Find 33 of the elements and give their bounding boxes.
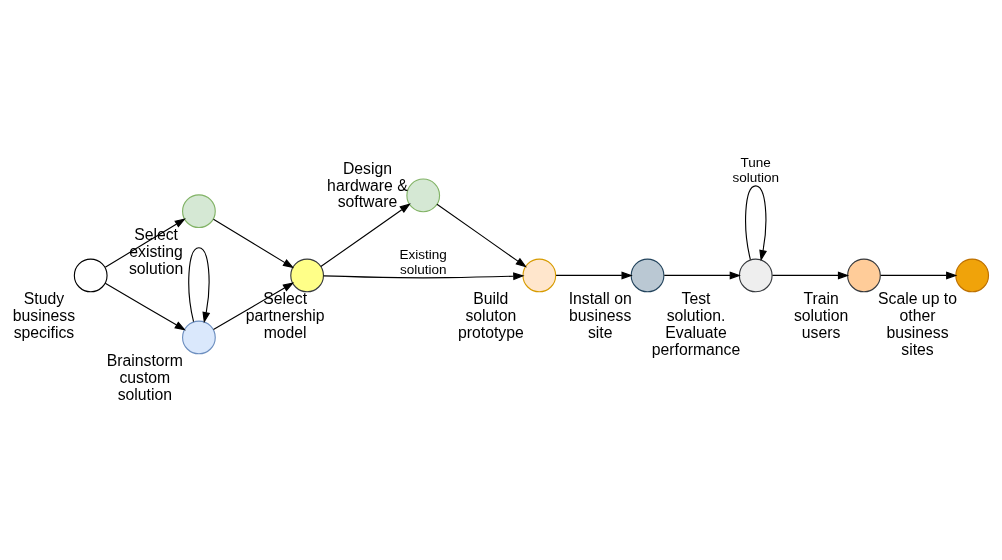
node-circle: [73, 258, 108, 292]
node-label: Test solution. Evaluate performance: [651, 289, 741, 358]
arrow: [212, 218, 295, 268]
arrow: [104, 282, 186, 330]
node-circle: [182, 320, 216, 354]
edge-label: Existing solution: [399, 246, 447, 277]
node-circle: [955, 258, 990, 292]
node-label: Install on business site: [568, 289, 632, 341]
arrow: [745, 184, 767, 261]
node-label: Train solution users: [793, 289, 849, 341]
node-circle: [738, 258, 773, 292]
node-circle: [182, 193, 216, 228]
node-circle: [847, 258, 881, 292]
node-label: Study business specifics: [12, 289, 76, 341]
arrow: [188, 246, 211, 323]
arrow: [212, 281, 295, 330]
node-circle: [290, 258, 325, 292]
arrow: [880, 270, 958, 279]
arrow: [323, 271, 525, 280]
node-circle: [630, 258, 665, 292]
arrow: [436, 203, 527, 267]
edge-label: Tune solution: [732, 154, 780, 185]
arrow: [663, 270, 741, 279]
arrow: [771, 270, 850, 279]
arrow: [555, 270, 633, 279]
node-label: Build soluton prototype: [457, 289, 524, 341]
node-label: Scale up to other business sites: [878, 289, 957, 358]
node-circle: [522, 258, 557, 292]
node-label: Design hardware & software: [327, 159, 408, 210]
node-label: Select partnership model: [245, 289, 325, 341]
node-circle: [406, 178, 441, 212]
node-label: Brainstorm custom solution: [106, 351, 183, 403]
arrow: [320, 202, 411, 267]
